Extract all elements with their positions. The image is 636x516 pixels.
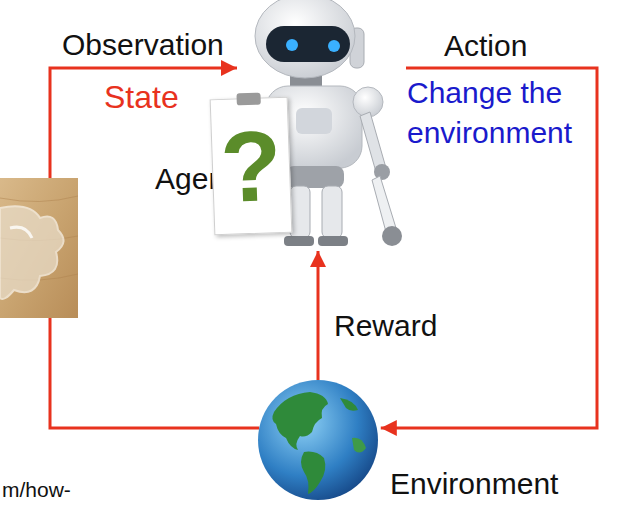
globe-illustration	[256, 378, 380, 502]
annotation-label: State	[104, 79, 179, 116]
arrow-head	[310, 251, 326, 267]
flow-arrow	[310, 251, 326, 380]
puzzle-photo	[0, 178, 78, 318]
flow-arrow	[381, 68, 597, 436]
edge-label: Observation	[62, 28, 224, 63]
flow-line	[381, 68, 597, 428]
binder-clip	[236, 93, 260, 106]
source-note: m/how-	[2, 478, 71, 502]
environment-globe: Environment	[256, 378, 380, 502]
annotation-label: Change the environment	[407, 73, 592, 153]
arrow-head	[221, 60, 237, 76]
flow-line	[317, 251, 320, 380]
edge-label: Reward	[334, 309, 437, 344]
note-card: ?	[210, 97, 293, 236]
arrow-head	[381, 420, 397, 436]
question-mark: ?	[211, 98, 292, 235]
node-label: Environment	[390, 467, 558, 502]
edge-label: Action	[444, 29, 527, 64]
